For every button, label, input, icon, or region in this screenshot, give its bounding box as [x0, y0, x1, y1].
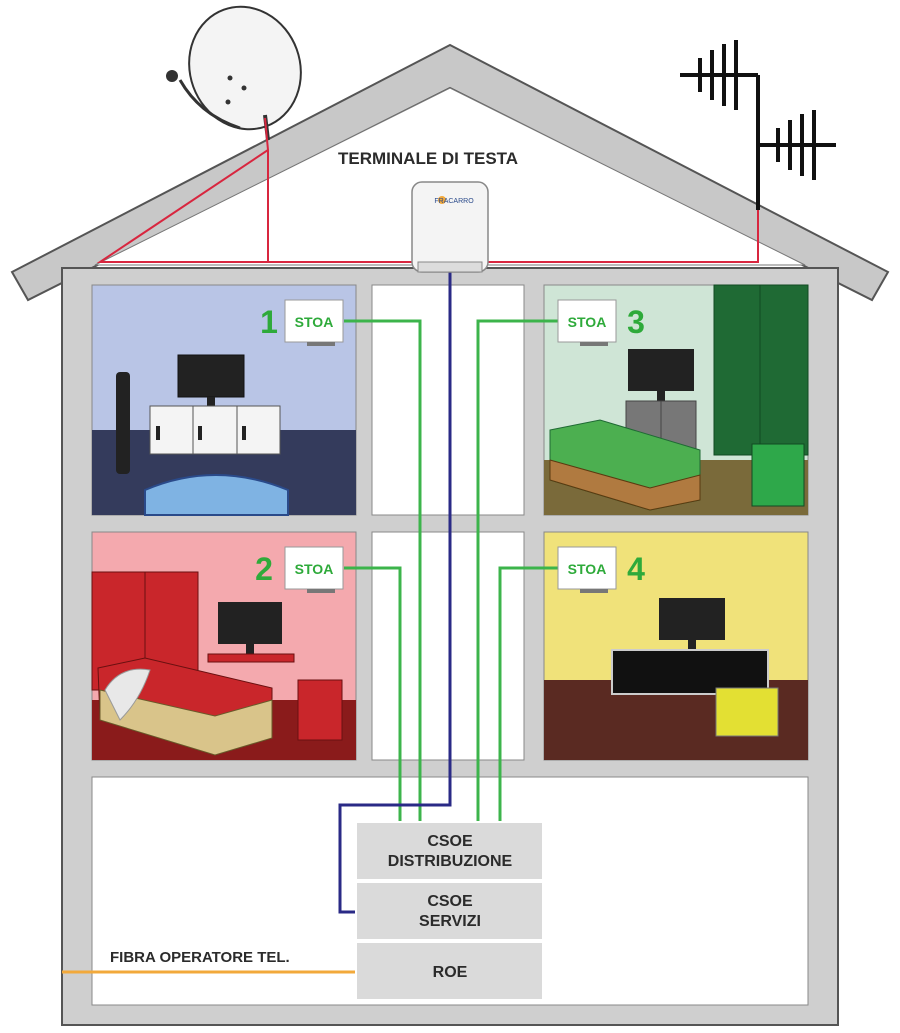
head-end-terminal: FRACARRO [411, 181, 489, 273]
tower-fan [116, 372, 130, 474]
svg-text:DISTRIBUZIONE: DISTRIBUZIONE [388, 853, 513, 870]
stoa-outlet-label: STOA [568, 314, 607, 330]
svg-text:CSOE: CSOE [427, 893, 473, 910]
csoe-distribuzione-box: CSOE DISTRIBUZIONE [355, 821, 544, 881]
outlet-number-4: 4 [627, 551, 645, 587]
outlet-number-3: 3 [627, 304, 645, 340]
head-end-label: TERMINALE DI TESTA [338, 149, 518, 168]
csoe-servizi-box: CSOE SERVIZI [355, 881, 544, 941]
tv-room-2 [218, 602, 282, 644]
tv-room-4 [659, 598, 725, 640]
svg-text:CSOE: CSOE [427, 833, 473, 850]
outlet-number-2: 2 [255, 551, 273, 587]
pillow [104, 668, 151, 721]
svg-text:SERVIZI: SERVIZI [419, 913, 481, 930]
armchair [715, 687, 779, 737]
blue-fiber-cable [338, 268, 452, 914]
wardrobe-3 [713, 284, 809, 456]
tv-room-3 [628, 349, 694, 391]
stoa-outlet-3: STOA [557, 299, 617, 346]
room-1 [91, 284, 357, 516]
tv-room-1 [177, 354, 245, 398]
roe-box: ROE [355, 941, 544, 1001]
cabinet [149, 405, 281, 455]
operator-fiber-label: FIBRA OPERATORE TEL. [110, 949, 290, 966]
nightstand-2 [297, 679, 343, 741]
tv-stand [611, 649, 769, 695]
outlet-number-1: 1 [260, 304, 278, 340]
room-2 [91, 531, 357, 761]
satellite-cables [96, 117, 759, 263]
nightstand-3 [751, 443, 805, 507]
svg-text:ROE: ROE [433, 964, 468, 981]
roof [10, 43, 890, 302]
stoa-outlet-1: STOA [284, 299, 344, 346]
tv-antenna-icon [680, 40, 836, 210]
stairwell-upper [371, 284, 525, 516]
stoa-outlet-label: STOA [568, 561, 607, 577]
stoa-outlet-4: STOA [557, 546, 617, 593]
stoa-outlet-label: STOA [295, 561, 334, 577]
satellite-dish-icon [166, 5, 302, 141]
bed-headboard [144, 474, 289, 516]
stoa-outlet-label: STOA [295, 314, 334, 330]
green-fiber-cables [344, 319, 558, 822]
stoa-outlet-2: STOA [284, 546, 344, 593]
terminal-brand: FRACARRO [434, 198, 474, 205]
